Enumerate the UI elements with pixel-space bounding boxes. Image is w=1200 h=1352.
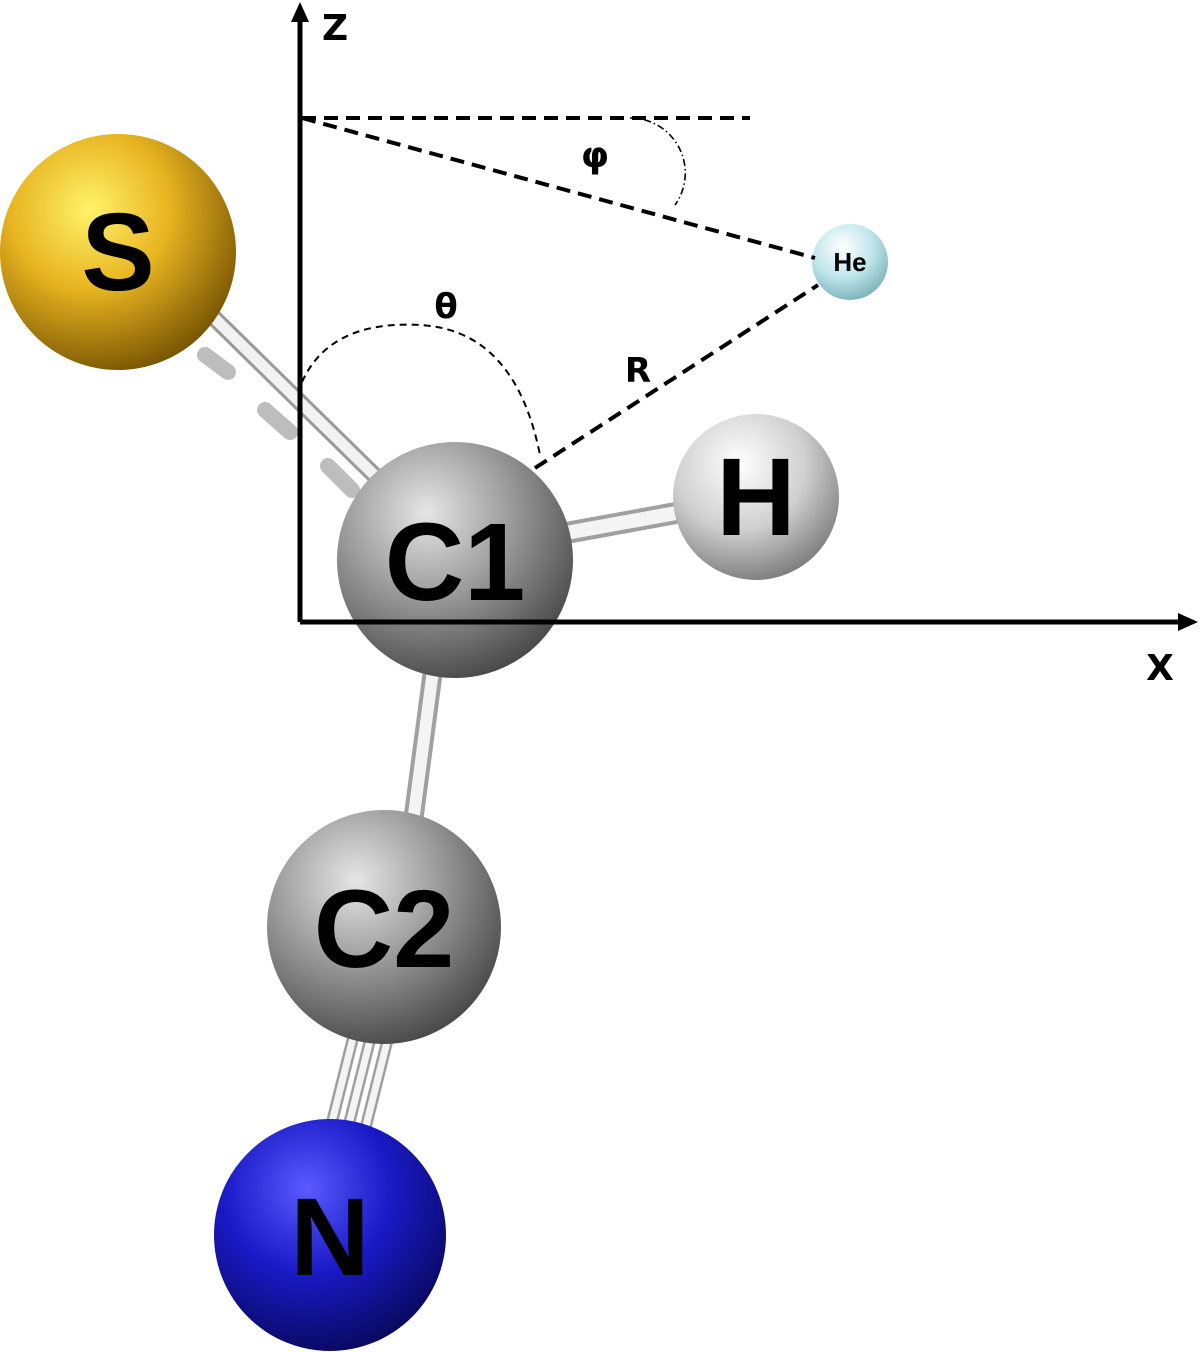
atom-carbon2: C2	[267, 810, 501, 1044]
atom-carbon1: C1	[337, 442, 573, 678]
theta-label: θ	[434, 287, 457, 327]
z-axis	[291, 2, 309, 622]
atom-label-nitrogen: N	[290, 1176, 369, 1299]
atom-hydrogen: H	[673, 414, 839, 580]
atom-nitrogen: N	[214, 1119, 446, 1351]
atom-label-sulfur: S	[81, 191, 154, 314]
atom-helium: He	[812, 224, 888, 300]
atom-label-carbon2: C2	[314, 868, 455, 991]
atom-sulfur: S	[0, 134, 236, 370]
theta-arc	[301, 323, 541, 456]
atom-label-helium: He	[833, 247, 866, 277]
reference-dashed-lines	[301, 116, 820, 470]
x-axis-label: X	[1146, 648, 1174, 689]
x-axis	[300, 613, 1198, 631]
phi-arc	[629, 117, 687, 206]
phi-label: φ	[581, 135, 609, 176]
z-axis-label: Z	[322, 8, 348, 49]
atom-label-carbon1: C1	[385, 501, 526, 624]
atom-label-hydrogen: H	[716, 436, 795, 559]
r-label: R	[625, 351, 651, 391]
